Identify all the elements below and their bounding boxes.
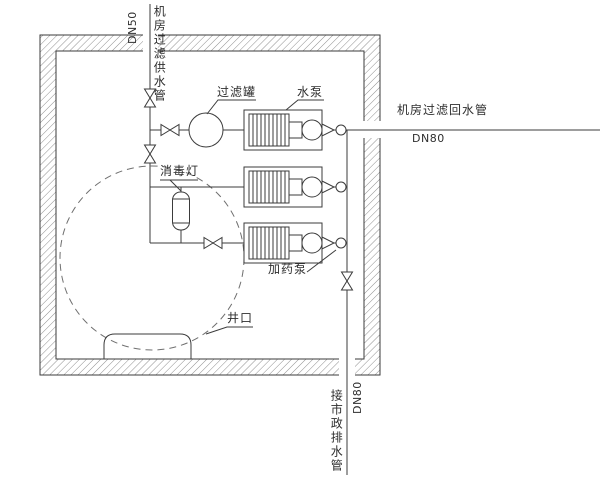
valve-supply-lower <box>143 144 157 164</box>
filter-tank-symbol <box>188 112 224 148</box>
leader-water-pump <box>285 99 324 111</box>
leader-lines <box>160 99 337 335</box>
valve-pump3-inlet <box>203 236 223 250</box>
wall-hatch-top <box>40 35 380 51</box>
pump-1-check-valve <box>335 124 347 136</box>
drain-pipe-dn-label: DN80 <box>351 381 364 414</box>
return-pipe-label: 机房过滤回水管 <box>397 103 489 117</box>
valve-supply-upper <box>143 88 157 108</box>
leader-dosing-pump <box>306 249 337 273</box>
leader-well <box>205 326 253 335</box>
pump-2-check-valve <box>335 181 347 193</box>
well-outline <box>59 165 245 351</box>
leader-filter-tank <box>206 99 256 115</box>
pump-discharge-stubs <box>334 186 347 244</box>
filter-tank-label: 过滤罐 <box>217 85 257 99</box>
well-ladder <box>96 333 199 360</box>
wall-hatch-right <box>364 51 380 359</box>
leader-uv-lamp <box>160 179 198 192</box>
wall-inner-outline <box>55 50 365 360</box>
pump-3-symbol <box>243 222 347 264</box>
pump-2-symbol <box>243 166 347 208</box>
uv-lamp-symbol <box>172 191 190 231</box>
uv-lamp-label: 消毒灯 <box>160 164 200 178</box>
drain-pipe-label: 接市政排水管 <box>329 389 344 473</box>
pump-1-symbol <box>243 109 347 151</box>
valve-drain <box>340 271 354 291</box>
supply-pipe-label: 机房过滤供水管 <box>152 5 167 103</box>
wall-outer-outline <box>39 34 381 376</box>
machine-room-wall <box>39 33 382 378</box>
water-pump-label: 水泵 <box>297 85 324 99</box>
dosing-pump-label: 加药泵 <box>268 262 308 276</box>
supply-pipe-dn-label: DN50 <box>126 11 139 44</box>
pump-3-check-valve <box>335 237 347 249</box>
valve-filter-inlet <box>160 123 180 137</box>
wall-hatch-bottom <box>40 359 380 375</box>
well-mouth-label: 井口 <box>227 311 254 325</box>
wall-hatch-left <box>40 51 56 359</box>
valves <box>143 88 354 291</box>
return-pipe-dn-label: DN80 <box>412 132 445 145</box>
